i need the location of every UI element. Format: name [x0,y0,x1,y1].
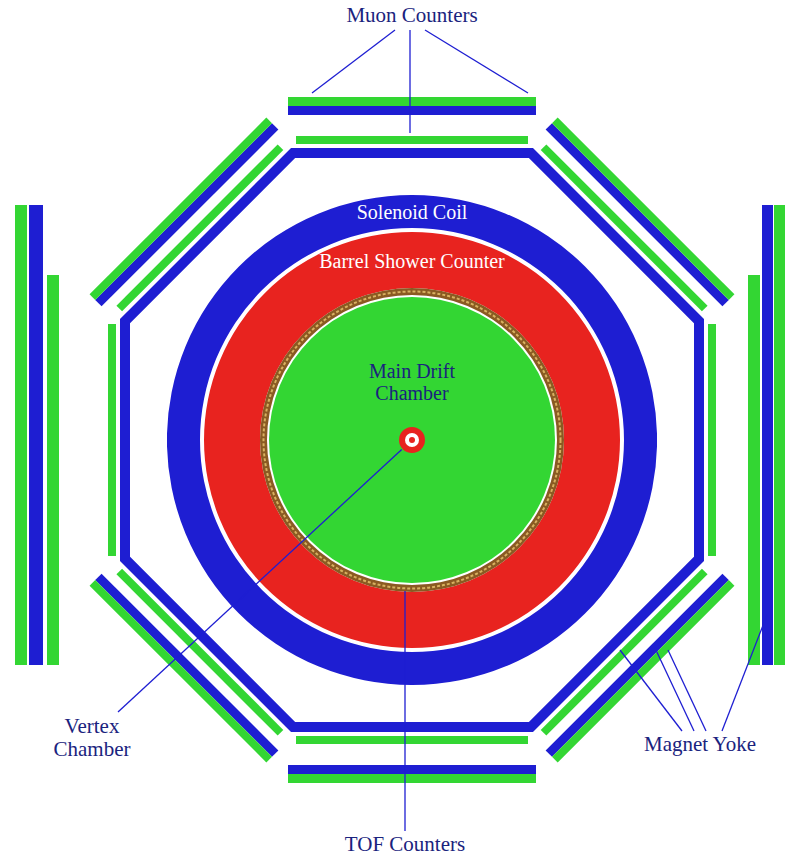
shower-ring [204,232,620,648]
solenoid-coil-ring: Main Drift Chamber Barrel Shower Counter S… [167,195,657,685]
part-name: Barrel Shower Counter [319,250,505,272]
solenoid-ring [167,195,657,685]
yoke-faces [90,97,735,783]
tof-ring [260,288,564,592]
part-label: Vertex Chamber [46,715,138,761]
part-label: Magnet Yoke [644,733,756,756]
beam-pipe [405,433,419,447]
tof-segments [264,292,561,589]
beam-spot [409,437,415,443]
drift-chamber [269,297,555,583]
yoke-octagon [125,153,699,727]
barrel-shower-ring: Main Drift Chamber Barrel Shower Counter [204,232,620,648]
drift-chamber-circle: Main Drift Chamber [269,297,555,583]
part-name: Main Drift Chamber [346,360,478,404]
side-muon-counters [15,205,785,665]
part-name: Solenoid Coil [357,201,468,223]
part-label: Muon Counters [346,4,477,27]
node-outline [269,297,555,583]
vertex-chamber [399,427,425,453]
part-label: TOF Counters [345,833,465,856]
